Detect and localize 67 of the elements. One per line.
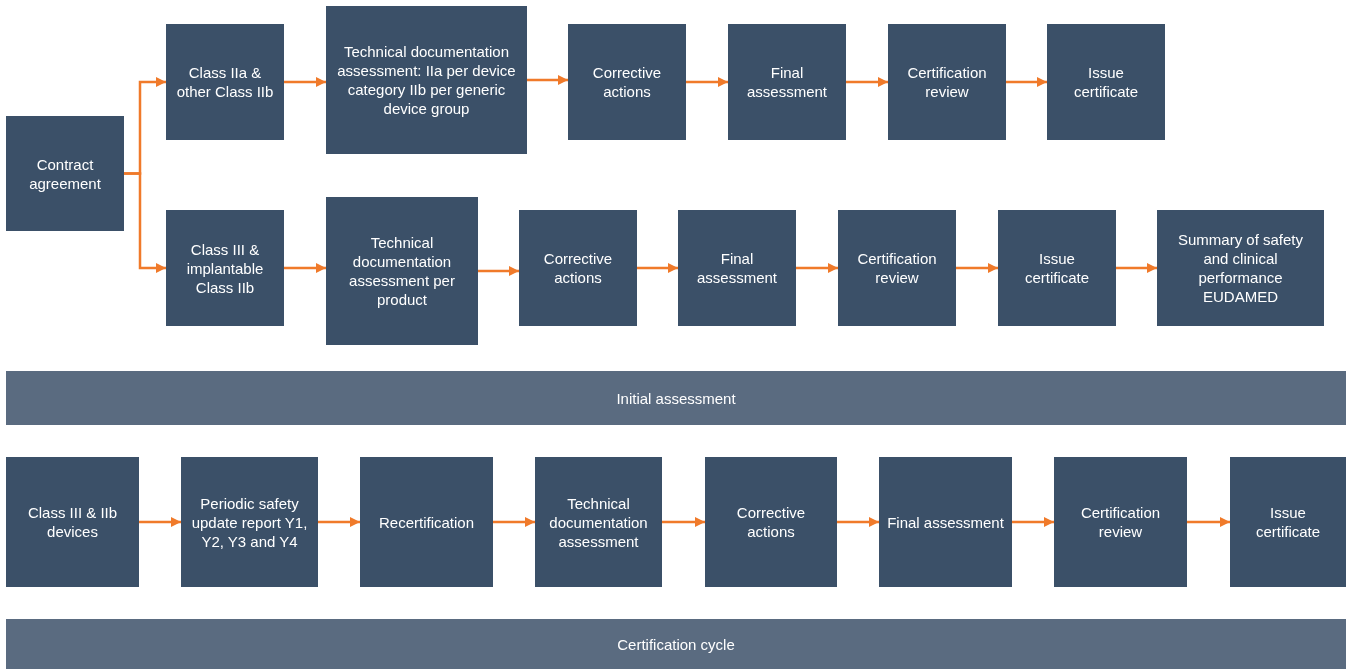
box-label: Corrective actions — [735, 503, 807, 541]
arrow — [637, 263, 678, 273]
box-label: Class III & implantable Class IIb — [185, 239, 265, 297]
box-label: Recertification — [378, 512, 474, 532]
box-label: Final assessment — [887, 512, 1004, 532]
process-box — [535, 457, 662, 587]
box-label: Certification review — [856, 249, 938, 287]
arrow — [478, 266, 519, 276]
box-label: Corrective actions — [591, 63, 663, 101]
arrow — [1187, 517, 1230, 527]
box-label: Technical documentation assessment per product — [348, 233, 456, 309]
process-box — [838, 210, 956, 326]
process-box — [1157, 210, 1324, 326]
process-box — [6, 457, 139, 587]
box-label: Summary of safety and clinical performance EUDAMED — [1176, 230, 1304, 306]
stage-band — [6, 619, 1346, 669]
stage-band — [6, 371, 1346, 425]
process-box — [568, 24, 686, 140]
arrow — [527, 75, 568, 85]
process-box — [1230, 457, 1346, 587]
arrow — [796, 263, 838, 273]
box-label: Class IIa & other Class IIb — [175, 63, 275, 101]
arrow — [956, 263, 998, 273]
box-label: Contract agreement — [28, 154, 102, 193]
process-box — [181, 457, 318, 587]
arrow — [139, 517, 181, 527]
arrow — [284, 77, 326, 87]
arrow — [837, 517, 879, 527]
process-box — [166, 24, 284, 140]
box-label: Issue certificate — [1023, 249, 1091, 287]
process-box — [326, 197, 478, 345]
process-box — [728, 24, 846, 140]
process-box — [326, 6, 527, 154]
box-label: Periodic safety update report Y1, Y2, Y3 and Y4 — [190, 493, 309, 551]
stage-label: Initial assessment — [616, 388, 736, 408]
box-label: Class III & IIb devices — [26, 503, 119, 541]
box-label: Final assessment — [745, 63, 828, 101]
process-box — [166, 210, 284, 326]
box-label: Final assessment — [695, 249, 778, 287]
arrow — [124, 172, 166, 273]
stage-label: Certification cycle — [617, 634, 735, 654]
process-box — [678, 210, 796, 326]
process-box — [1047, 24, 1165, 140]
arrow — [1116, 263, 1157, 273]
box-label: Certification review — [906, 63, 988, 101]
box-label: Issue certificate — [1254, 503, 1322, 541]
box-label: Certification review — [1079, 503, 1162, 541]
box-label: Corrective actions — [542, 249, 614, 287]
box-label: Technical documentation assessment: IIa per device category IIb per generic device group — [336, 42, 517, 118]
box-label: Technical documentation assessment — [548, 493, 649, 551]
process-box — [1054, 457, 1187, 587]
arrow — [662, 517, 705, 527]
box-label: Issue certificate — [1072, 63, 1140, 101]
arrow — [284, 263, 326, 273]
process-box — [6, 116, 124, 231]
process-box — [519, 210, 637, 326]
process-box — [360, 457, 493, 587]
arrow — [318, 517, 360, 527]
arrow — [1006, 77, 1047, 87]
process-box — [998, 210, 1116, 326]
arrow — [493, 517, 535, 527]
arrow — [1012, 517, 1054, 527]
arrow — [846, 77, 888, 87]
process-box — [879, 457, 1012, 587]
arrow — [686, 77, 728, 87]
process-box — [888, 24, 1006, 140]
process-box — [705, 457, 837, 587]
